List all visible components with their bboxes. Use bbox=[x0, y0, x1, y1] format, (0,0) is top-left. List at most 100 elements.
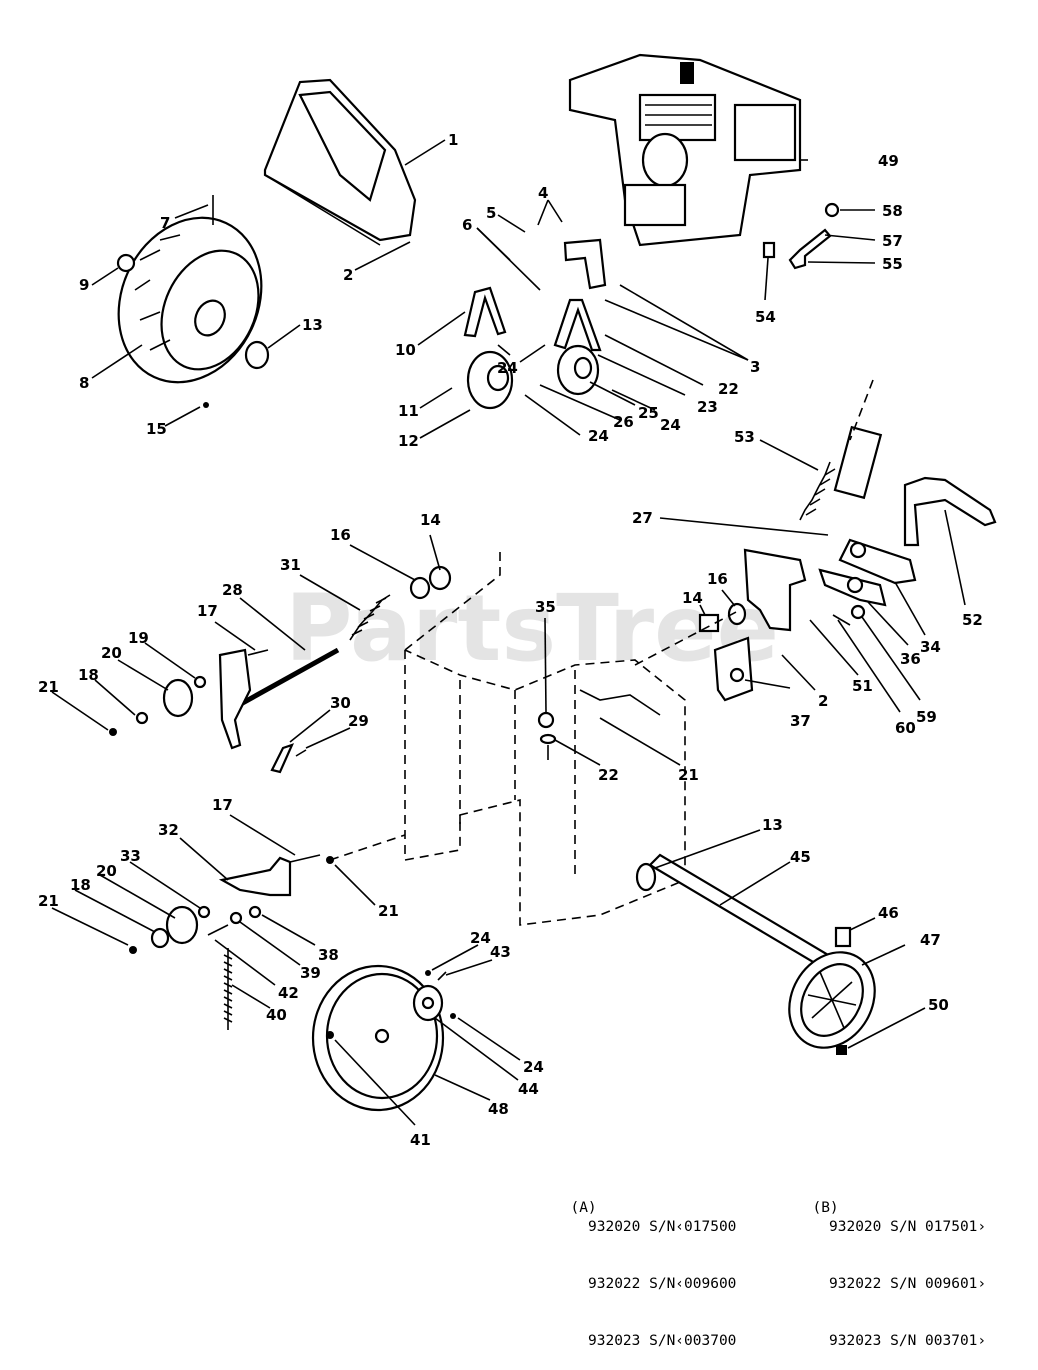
callout-40: 40 bbox=[266, 1006, 287, 1024]
callout-28: 28 bbox=[222, 581, 243, 599]
part-nut-48 bbox=[836, 1045, 847, 1055]
part-nut-15 bbox=[203, 402, 209, 408]
serial-note-a: (A) bbox=[553, 1180, 596, 1218]
callout-60: 60 bbox=[895, 719, 916, 737]
callout-5: 5 bbox=[486, 204, 496, 222]
callout-55: 55 bbox=[882, 255, 903, 273]
callout-42: 42 bbox=[278, 984, 299, 1002]
part-nut-58 bbox=[824, 202, 840, 218]
part-spacer-33 bbox=[197, 905, 211, 919]
part-plug-54 bbox=[762, 241, 776, 259]
callout-31: 31 bbox=[280, 556, 301, 574]
leader-lines bbox=[51, 139, 966, 1126]
part-nut-41 bbox=[326, 1031, 334, 1039]
part-cap-9 bbox=[116, 253, 136, 273]
callout-44: 44 bbox=[518, 1080, 539, 1098]
callout-16b: 16 bbox=[707, 570, 728, 588]
callout-47: 47 bbox=[920, 931, 941, 949]
callout-34: 34 bbox=[920, 638, 941, 656]
serial-line: 932022 S/N 009601› bbox=[829, 1276, 987, 1292]
callout-8: 8 bbox=[79, 374, 89, 392]
part-belt-23 bbox=[553, 298, 602, 352]
callout-7: 7 bbox=[160, 214, 170, 232]
callout-10: 10 bbox=[395, 341, 416, 359]
callout-32: 32 bbox=[158, 821, 179, 839]
part-bushing-14 bbox=[428, 565, 452, 591]
watermark: PartsTree bbox=[285, 575, 779, 682]
callout-2: 2 bbox=[343, 266, 353, 284]
part-idler-20 bbox=[162, 678, 194, 718]
callout-24e: 24 bbox=[523, 1058, 544, 1076]
part-washer-18 bbox=[135, 711, 149, 725]
serial-note-b: (B) bbox=[795, 1180, 839, 1218]
callout-4: 4 bbox=[538, 184, 548, 202]
callout-45: 45 bbox=[790, 848, 811, 866]
serial-line: 932020 S/N 017501› bbox=[829, 1219, 987, 1235]
callout-21c: 21 bbox=[38, 892, 59, 910]
callout-2b: 2 bbox=[818, 692, 828, 710]
callout-43: 43 bbox=[490, 943, 511, 961]
serial-line: 932023 S/N 003701› bbox=[829, 1333, 987, 1349]
part-bracket-52 bbox=[903, 476, 997, 547]
part-washer-18b bbox=[150, 927, 170, 949]
part-bolt-46 bbox=[834, 926, 852, 948]
callout-24c: 24 bbox=[660, 416, 681, 434]
part-idler-20b bbox=[165, 905, 199, 945]
callout-22: 22 bbox=[718, 380, 739, 398]
callout-36: 36 bbox=[900, 650, 921, 668]
part-wheel bbox=[117, 216, 263, 384]
part-plate bbox=[833, 425, 883, 500]
callout-37: 37 bbox=[790, 712, 811, 730]
callout-49: 48 bbox=[488, 1100, 509, 1118]
part-bushing-13b bbox=[635, 862, 657, 892]
callout-20: 20 bbox=[101, 644, 122, 662]
callout-52: 52 bbox=[962, 611, 983, 629]
part-washer-39 bbox=[229, 911, 243, 925]
callout-27: 27 bbox=[632, 509, 653, 527]
callout-11: 11 bbox=[398, 402, 419, 420]
callout-33: 33 bbox=[120, 847, 141, 865]
callout-59: 59 bbox=[916, 708, 937, 726]
callout-16: 16 bbox=[330, 526, 351, 544]
callout-9: 9 bbox=[79, 276, 89, 294]
callout-29: 29 bbox=[348, 712, 369, 730]
part-nut-59 bbox=[850, 604, 866, 620]
part-screw-24b bbox=[450, 1013, 456, 1019]
callout-14: 14 bbox=[420, 511, 441, 529]
serial-marker-b: (B) bbox=[812, 1200, 839, 1216]
callout-18: 18 bbox=[78, 666, 99, 684]
callout-18b: 18 bbox=[70, 876, 91, 894]
callout-19: 19 bbox=[128, 629, 149, 647]
part-bracket-3 bbox=[563, 238, 607, 290]
callout-14b: 14 bbox=[682, 589, 703, 607]
callout-54: 54 bbox=[755, 308, 776, 326]
part-key-24 bbox=[425, 970, 431, 976]
callout-17b: 17 bbox=[212, 796, 233, 814]
callout-46: 46 bbox=[878, 904, 899, 922]
part-spacer-19 bbox=[193, 675, 207, 689]
part-pin-60 bbox=[832, 614, 851, 626]
callout-20b: 20 bbox=[96, 862, 117, 880]
part-washer-16b bbox=[727, 602, 747, 626]
part-bushing-13 bbox=[244, 340, 270, 370]
callout-21d: 21 bbox=[378, 902, 399, 920]
part-screw-43 bbox=[437, 971, 447, 981]
callout-22b: 22 bbox=[598, 766, 619, 784]
part-nut-21c bbox=[129, 946, 137, 954]
callout-24a: 24 bbox=[497, 359, 518, 377]
callout-39: 39 bbox=[300, 964, 321, 982]
part-housing bbox=[329, 548, 741, 926]
callout-6: 6 bbox=[462, 216, 472, 234]
part-nut-21b bbox=[326, 856, 334, 864]
callout-13: 13 bbox=[302, 316, 323, 334]
serial-lines-b: 932020 S/N 017501› 932022 S/N 009601› 93… bbox=[829, 1180, 986, 1370]
serial-line: 932022 S/N‹009600 bbox=[588, 1276, 737, 1292]
part-washer-16 bbox=[409, 576, 431, 600]
callout-25: 25 bbox=[638, 404, 659, 422]
callout-35: 35 bbox=[535, 598, 556, 616]
callout-58: 58 bbox=[882, 202, 903, 220]
part-spacer-38 bbox=[248, 905, 262, 919]
serial-line: 932020 S/N‹017500 bbox=[588, 1219, 737, 1235]
part-lever-28 bbox=[218, 648, 252, 750]
callout-15: 15 bbox=[146, 420, 167, 438]
